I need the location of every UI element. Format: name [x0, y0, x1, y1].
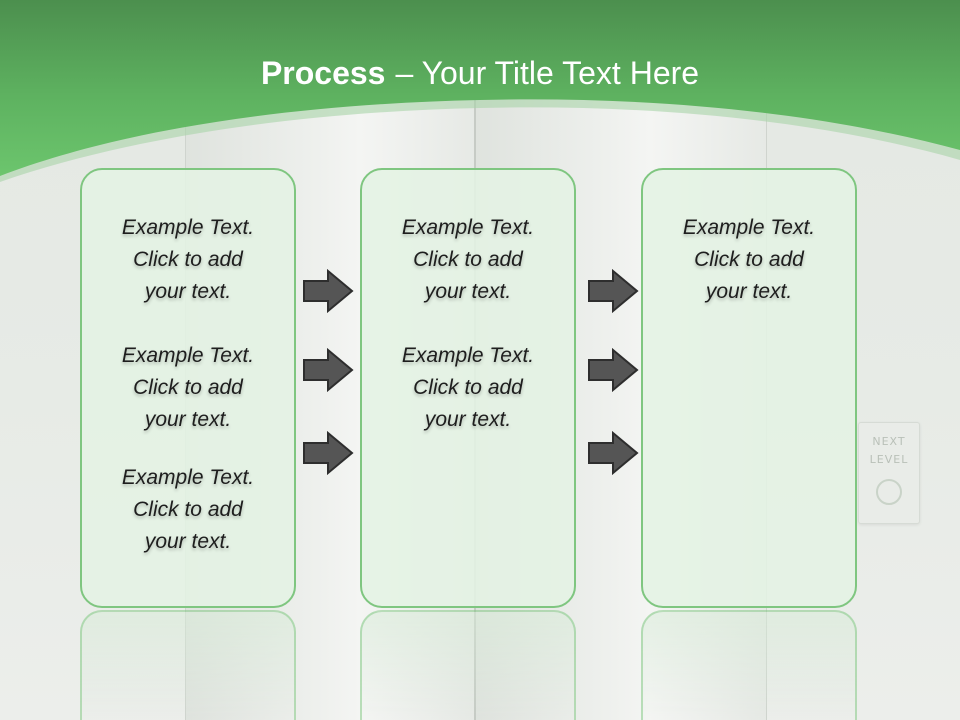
wall-sign: NEXT LEVEL: [858, 422, 920, 524]
right-arrow-icon[interactable]: [302, 269, 354, 313]
right-arrow-icon[interactable]: [587, 269, 639, 313]
text-line: your text.: [705, 280, 793, 303]
header-wave-shape: [0, 0, 960, 182]
text-line: Click to add: [133, 248, 243, 271]
process-column-3[interactable]: Example Text. Click to add your text.: [641, 168, 857, 608]
call-button-icon: [876, 479, 902, 505]
right-arrow-icon[interactable]: [587, 431, 639, 475]
column-reflection: [641, 610, 857, 720]
header-banner: Process– Your Title Text Here: [0, 0, 960, 200]
column-reflection: [360, 610, 576, 720]
right-arrow-icon[interactable]: [302, 348, 354, 392]
text-placeholder[interactable]: Example Text. Click to add your text.: [362, 212, 574, 308]
title-rest: – Your Title Text Here: [395, 55, 700, 91]
text-line: your text.: [424, 280, 512, 303]
text-line: Example Text.: [121, 466, 255, 489]
wall-sign-text: NEXT LEVEL: [869, 435, 909, 466]
text-line: Click to add: [694, 248, 804, 271]
process-column-1[interactable]: Example Text. Click to add your text. Ex…: [80, 168, 296, 608]
text-line: Click to add: [133, 498, 243, 521]
text-line: your text.: [144, 408, 232, 431]
text-line: Click to add: [413, 248, 523, 271]
text-line: Example Text.: [401, 344, 535, 367]
text-line: Click to add: [133, 376, 243, 399]
process-column-2[interactable]: Example Text. Click to add your text. Ex…: [360, 168, 576, 608]
title-strong: Process: [260, 55, 386, 91]
text-line: Click to add: [413, 376, 523, 399]
text-line: Example Text.: [121, 344, 255, 367]
right-arrow-icon[interactable]: [302, 431, 354, 475]
text-placeholder[interactable]: Example Text. Click to add your text.: [362, 340, 574, 436]
text-line: Example Text.: [401, 216, 535, 239]
text-line: your text.: [144, 280, 232, 303]
column-reflection: [80, 610, 296, 720]
text-line: your text.: [424, 408, 512, 431]
text-placeholder[interactable]: Example Text. Click to add your text.: [82, 212, 294, 308]
right-arrow-icon[interactable]: [587, 348, 639, 392]
text-placeholder[interactable]: Example Text. Click to add your text.: [82, 462, 294, 558]
text-line: Example Text.: [121, 216, 255, 239]
text-placeholder[interactable]: Example Text. Click to add your text.: [82, 340, 294, 436]
page-title[interactable]: Process– Your Title Text Here: [0, 55, 960, 92]
text-line: your text.: [144, 530, 232, 553]
text-placeholder[interactable]: Example Text. Click to add your text.: [643, 212, 855, 308]
text-line: Example Text.: [682, 216, 816, 239]
